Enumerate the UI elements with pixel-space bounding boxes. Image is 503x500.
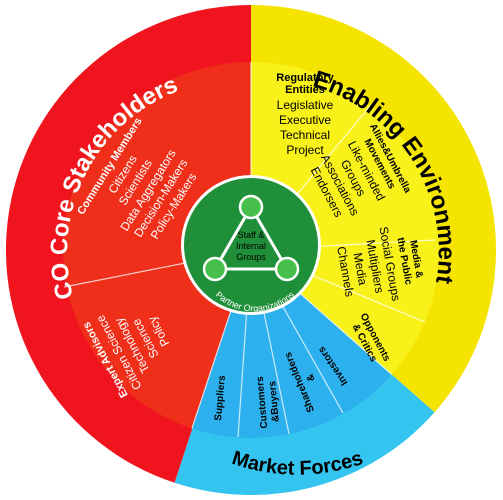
media-public-group: Media & the Public Social Groups Multipl…	[334, 225, 424, 302]
center-label-line3: Groups	[236, 252, 266, 262]
shareholders-line2: &	[305, 372, 318, 383]
center-triangle	[212, 204, 290, 271]
regulatory-entities-group: Regulatory Entities Legislative Executiv…	[276, 72, 334, 157]
regulatory-item: Executive	[279, 113, 331, 127]
regulatory-title-line1: Regulatory	[276, 72, 334, 84]
center-label-group: Staff & Internal Groups	[236, 230, 266, 262]
core-inner-sector	[63, 62, 252, 429]
regulatory-item: Project	[286, 143, 324, 157]
center-node-left	[202, 256, 228, 282]
regulatory-item: Legislative	[277, 98, 334, 112]
media-item: Media	[351, 252, 371, 287]
suppliers-label: Suppliers	[213, 374, 228, 421]
suppliers-group: Suppliers	[213, 374, 228, 421]
center-label-line2: Internal	[236, 241, 266, 251]
enabling-inner-sector	[251, 61, 440, 375]
regulatory-title-line2: Entities	[285, 84, 325, 96]
customers-line2: &Buyers	[267, 380, 282, 422]
regulatory-item: Technical	[280, 128, 330, 142]
center-triangle-group	[202, 194, 300, 282]
center-node-top	[238, 194, 264, 220]
customers-group: Customers &Buyers	[255, 376, 282, 429]
center-label-line1: Staff &	[238, 230, 265, 240]
center-node-right	[274, 256, 300, 282]
customers-line1: Customers	[255, 376, 271, 429]
